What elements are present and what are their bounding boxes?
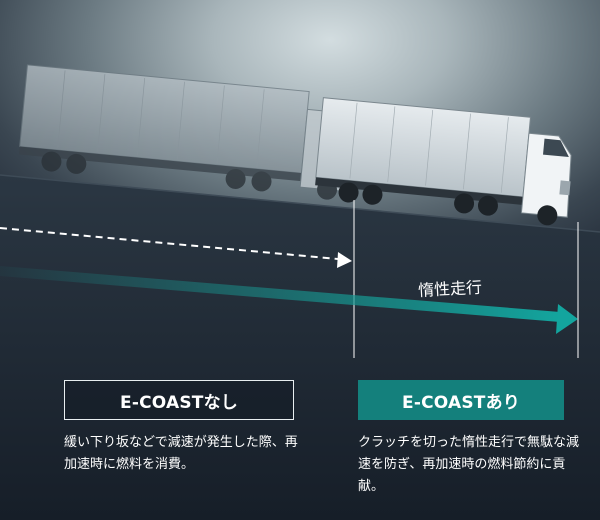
- road-surface: [0, 175, 600, 520]
- wheel: [537, 205, 558, 226]
- wheel: [251, 171, 272, 192]
- wheel: [362, 184, 383, 205]
- inertia-driving-label: 惰性走行: [417, 277, 483, 300]
- without-ecoast-description: 緩い下り坂などで減速が発生した際、再加速時に燃料を消費。: [64, 435, 298, 472]
- wheel: [454, 193, 475, 214]
- teal-arrow-head: [556, 304, 578, 334]
- wheel: [477, 195, 498, 216]
- with-ecoast-description: クラッチを切った惰性走行で無駄な減速を防ぎ、再加速時の燃料節約に貢献。: [358, 435, 580, 494]
- road-edge: [0, 174, 600, 233]
- with-ecoast-title: E-COASTあり: [358, 380, 564, 420]
- wheel: [41, 151, 62, 172]
- wheel: [338, 182, 359, 203]
- wheel: [225, 168, 246, 189]
- wheel: [66, 153, 87, 174]
- without-ecoast-title: E-COASTなし: [64, 380, 294, 420]
- teal-arrow-shaft: [0, 266, 560, 322]
- dashed-arrow-shaft: [0, 227, 339, 260]
- truck-with-ecoast: [315, 97, 572, 226]
- dashed-arrow-head: [337, 252, 352, 268]
